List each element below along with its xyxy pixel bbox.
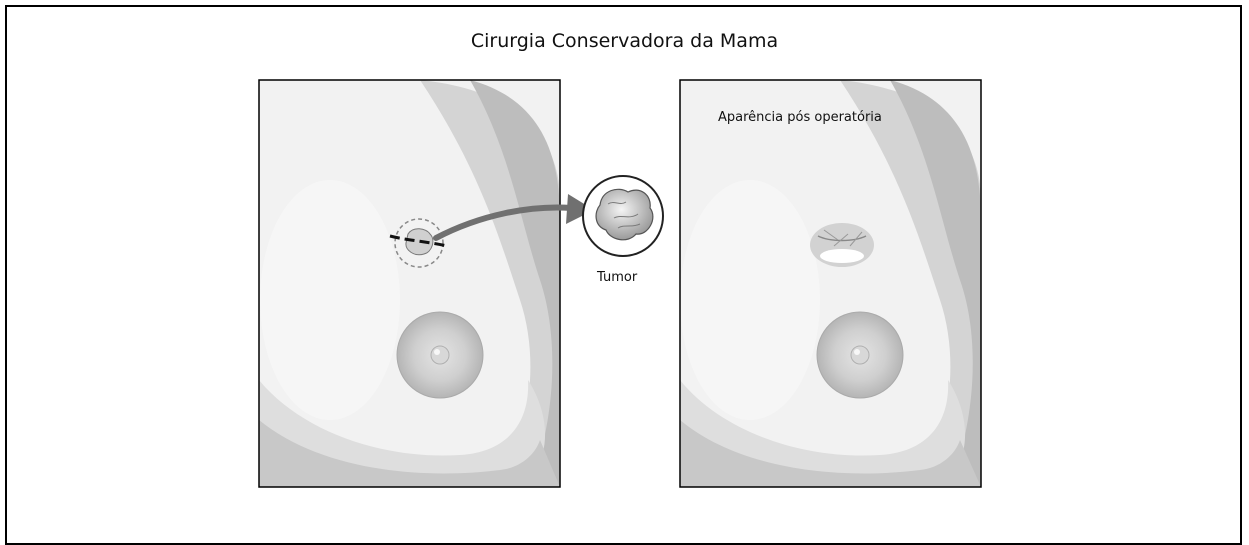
right-panel-breast [680,80,981,487]
postop-label: Aparência pós operatória [718,110,882,125]
tumor-label: Tumor [597,270,637,285]
illustration [0,0,1249,534]
left-panel-breast [259,80,560,487]
tumor-magnified-icon [583,176,663,256]
